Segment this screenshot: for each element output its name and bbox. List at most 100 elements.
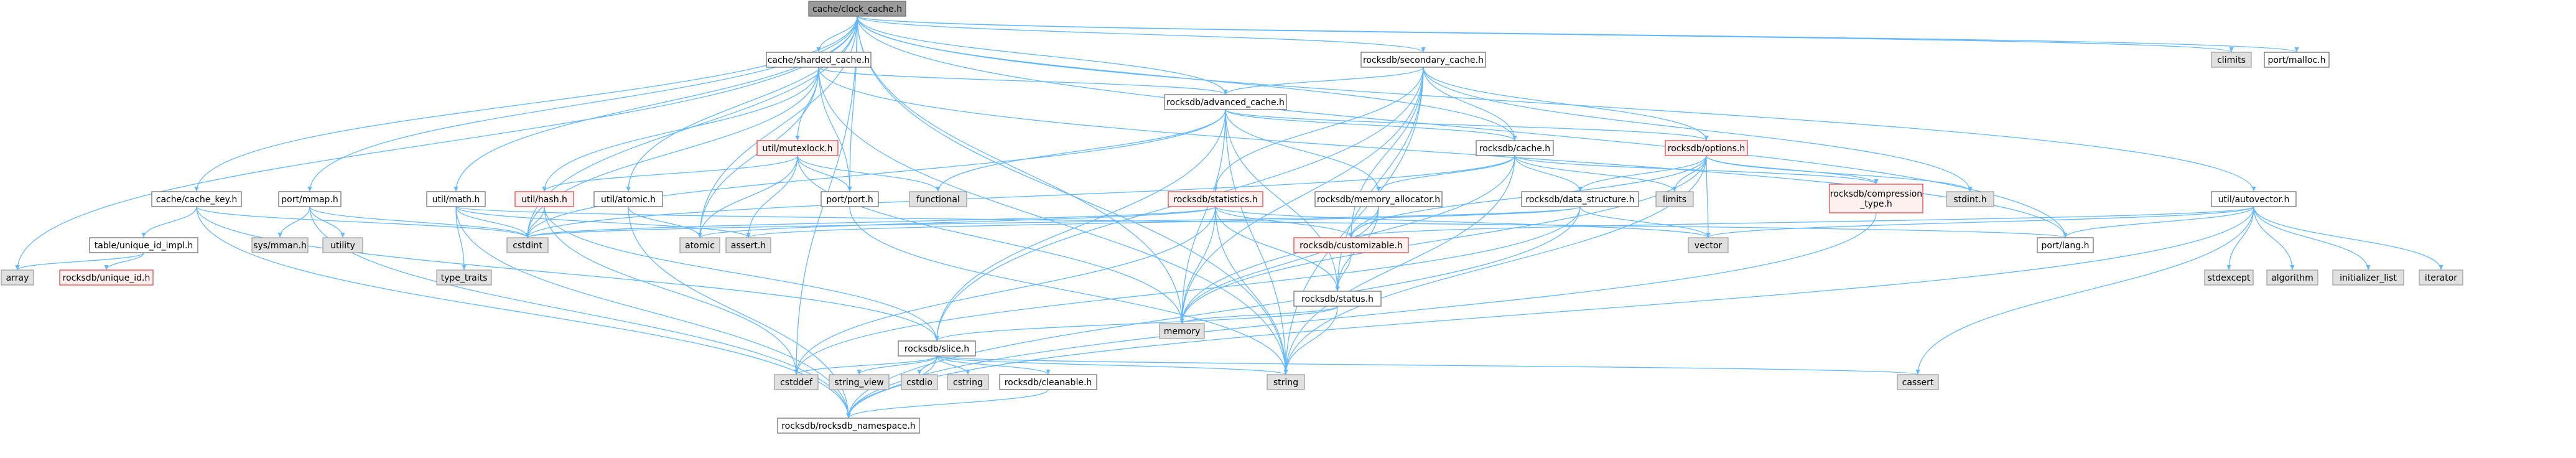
node-rocksdb-slice[interactable]: rocksdb/slice.h bbox=[898, 340, 976, 357]
node-label: stdexcept bbox=[2208, 273, 2251, 283]
node-util-math[interactable]: util/math.h bbox=[426, 191, 486, 207]
node-cstdio[interactable]: cstdio bbox=[901, 374, 938, 390]
dependency-edge-data_structure-to-rocksdb_namespace bbox=[846, 206, 1581, 419]
node-util-hash[interactable]: util/hash.h bbox=[514, 191, 574, 207]
dependency-edge-sharded_cache-to-advanced_cache bbox=[818, 67, 1228, 95]
dependency-edge-rocksdb_slice-to-cassert bbox=[936, 355, 1920, 375]
dependency-edge-sharded_cache-to-util_hash bbox=[542, 67, 819, 192]
node-string[interactable]: string bbox=[1267, 374, 1305, 390]
dependency-edge-cache_key-to-table_unique_id_impl bbox=[141, 206, 197, 238]
node-box bbox=[1665, 140, 1748, 156]
node-port-mmap[interactable]: port/mmap.h bbox=[278, 191, 342, 207]
node-box bbox=[725, 237, 771, 253]
dependency-edge-rocksdb_slice-to-cstring bbox=[936, 355, 970, 375]
node-port-malloc[interactable]: port/malloc.h bbox=[2264, 52, 2330, 68]
dependency-edge-customizable-to-rocksdb_status bbox=[1335, 252, 1352, 292]
node-label: cache/clock_cache.h bbox=[812, 4, 902, 14]
node-label: vector bbox=[1695, 241, 1723, 251]
node-functional[interactable]: functional bbox=[909, 191, 967, 207]
node-array[interactable]: array bbox=[1, 269, 34, 286]
node-sharded-cache[interactable]: cache/sharded_cache.h bbox=[766, 52, 872, 68]
dependency-edge-cache_key-to-rocksdb_slice bbox=[196, 206, 939, 342]
node-label: type_traits bbox=[441, 273, 488, 283]
node-type-traits[interactable]: type_traits bbox=[436, 269, 492, 286]
node-compression-type[interactable]: rocksdb/compression_type.h bbox=[1829, 184, 1923, 213]
node-vector[interactable]: vector bbox=[1688, 237, 1729, 253]
node-rocksdb-cache[interactable]: rocksdb/cache.h bbox=[1476, 140, 1554, 156]
node-label: string bbox=[1273, 378, 1298, 388]
node-advanced-cache[interactable]: rocksdb/advanced_cache.h bbox=[1164, 94, 1287, 110]
node-util-atomic[interactable]: util/atomic.h bbox=[593, 191, 663, 207]
node-label: util/autovector.h bbox=[2218, 195, 2290, 205]
dependency-edge-memory_allocator-to-memory bbox=[1179, 206, 1379, 324]
node-root[interactable]: cache/clock_cache.h bbox=[808, 1, 906, 17]
dependency-edge-root-to-rocksdb_cache bbox=[857, 16, 1517, 141]
node-iterator[interactable]: iterator bbox=[2419, 269, 2463, 286]
node-stdint-h[interactable]: stdint.h bbox=[1946, 191, 1994, 207]
node-sys-mman[interactable]: sys/mman.h bbox=[251, 237, 309, 253]
dependency-edge-util_mutexlock-to-util_hash bbox=[542, 155, 798, 192]
node-atomic[interactable]: atomic bbox=[679, 237, 720, 253]
node-rocksdb-statistics[interactable]: rocksdb/statistics.h bbox=[1168, 191, 1263, 207]
node-memory[interactable]: memory bbox=[1159, 323, 1205, 339]
dependency-edge-rocksdb_status-to-memory bbox=[1179, 306, 1338, 324]
node-box bbox=[808, 1, 906, 17]
dependency-edge-advanced_cache-to-rocksdb_slice bbox=[934, 109, 1226, 342]
dependency-edge-data_structure-to-vector bbox=[1579, 206, 1711, 238]
node-label: table/unique_id_impl.h bbox=[95, 241, 193, 251]
node-layer: cache/clock_cache.h cache/sharded_cache.h… bbox=[1, 1, 2463, 434]
dependency-edge-table_unique_id_impl-to-array bbox=[15, 252, 144, 271]
node-climits[interactable]: climits bbox=[2211, 52, 2252, 68]
dependency-edge-root-to-port_port bbox=[847, 16, 858, 192]
node-cleanable[interactable]: rocksdb/cleanable.h bbox=[999, 374, 1097, 390]
node-label: cstdint bbox=[513, 241, 542, 251]
node-port-port[interactable]: port/port.h bbox=[821, 191, 879, 207]
node-label: port/port.h bbox=[826, 195, 873, 205]
node-port-lang[interactable]: port/lang.h bbox=[2037, 237, 2094, 253]
node-initializer-list[interactable]: initializer_list bbox=[2332, 269, 2404, 286]
node-limits[interactable]: limits bbox=[1655, 191, 1694, 207]
node-util-autovector[interactable]: util/autovector.h bbox=[2211, 191, 2297, 207]
node-box bbox=[1521, 191, 1639, 207]
node-cache-key[interactable]: cache/cache_key.h bbox=[151, 191, 242, 207]
node-customizable[interactable]: rocksdb/customizable.h bbox=[1293, 237, 1409, 253]
node-label: rocksdb/statistics.h bbox=[1173, 195, 1257, 205]
dependency-edge-util_mutexlock-to-functional bbox=[797, 155, 941, 192]
dependency-edge-root-to-secondary_cache bbox=[857, 16, 1426, 53]
node-rocksdb-unique-id[interactable]: rocksdb/unique_id.h bbox=[59, 269, 154, 286]
node-utility[interactable]: utility bbox=[322, 237, 363, 253]
node-box bbox=[278, 191, 342, 207]
dependency-edge-root-to-climits bbox=[857, 16, 2234, 53]
dependency-edge-rocksdb_cache-to-compression_type bbox=[1514, 155, 1879, 185]
node-rocksdb-status[interactable]: rocksdb/status.h bbox=[1293, 291, 1382, 307]
dependency-edge-rocksdb_slice-to-rocksdb_namespace bbox=[846, 355, 937, 419]
node-box bbox=[2211, 191, 2297, 207]
node-data-structure[interactable]: rocksdb/data_structure.h bbox=[1521, 191, 1639, 207]
node-util-mutexlock[interactable]: util/mutexlock.h bbox=[756, 140, 839, 156]
dependency-edge-rocksdb_statistics-to-vector bbox=[1215, 206, 1711, 238]
node-rocksdb-options[interactable]: rocksdb/options.h bbox=[1665, 140, 1748, 156]
node-box bbox=[593, 191, 663, 207]
node-assert-h[interactable]: assert.h bbox=[725, 237, 771, 253]
node-stdexcept[interactable]: stdexcept bbox=[2204, 269, 2254, 286]
node-secondary-cache[interactable]: rocksdb/secondary_cache.h bbox=[1360, 52, 1486, 68]
node-table-unique-id-impl[interactable]: table/unique_id_impl.h bbox=[89, 237, 198, 253]
dependency-edge-util_math-to-type_traits bbox=[455, 206, 467, 271]
node-cstddef[interactable]: cstddef bbox=[774, 374, 819, 390]
node-label: cassert bbox=[1902, 378, 1934, 388]
node-memory-allocator[interactable]: rocksdb/memory_allocator.h bbox=[1314, 191, 1443, 207]
node-rocksdb-namespace[interactable]: rocksdb/rocksdb_namespace.h bbox=[777, 418, 920, 434]
node-box bbox=[89, 237, 198, 253]
node-algorithm[interactable]: algorithm bbox=[2266, 269, 2318, 286]
node-box bbox=[2419, 269, 2463, 286]
dependency-edge-advanced_cache-to-memory_allocator bbox=[1225, 109, 1381, 192]
dependency-edge-secondary_cache-to-string bbox=[1283, 67, 1424, 375]
node-cstring[interactable]: cstring bbox=[947, 374, 989, 390]
node-cassert[interactable]: cassert bbox=[1897, 374, 1939, 390]
dependency-edge-root-to-util_atomic bbox=[626, 16, 858, 192]
dependency-edge-data_structure-to-cstdint bbox=[525, 206, 1581, 238]
node-label: util/mutexlock.h bbox=[762, 144, 832, 154]
node-string-view[interactable]: string_view bbox=[829, 374, 890, 390]
node-cstdint[interactable]: cstdint bbox=[506, 237, 549, 253]
